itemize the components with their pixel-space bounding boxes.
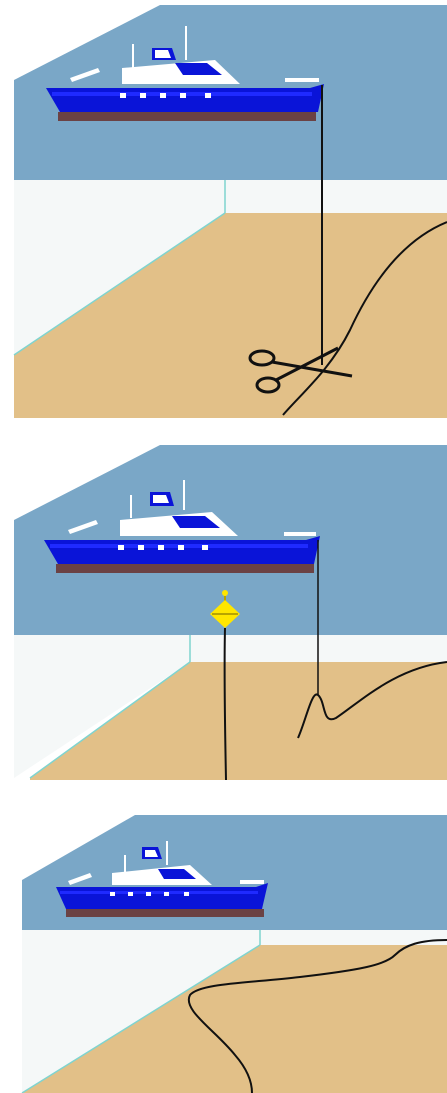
panel-cable-cut bbox=[0, 0, 447, 418]
panel-2-scene bbox=[0, 440, 447, 780]
panel-1-scene bbox=[0, 0, 447, 418]
panel-cable-recovered bbox=[0, 805, 447, 1093]
panel-cable-buoyed bbox=[0, 440, 447, 780]
panel-3-scene bbox=[0, 805, 447, 1093]
